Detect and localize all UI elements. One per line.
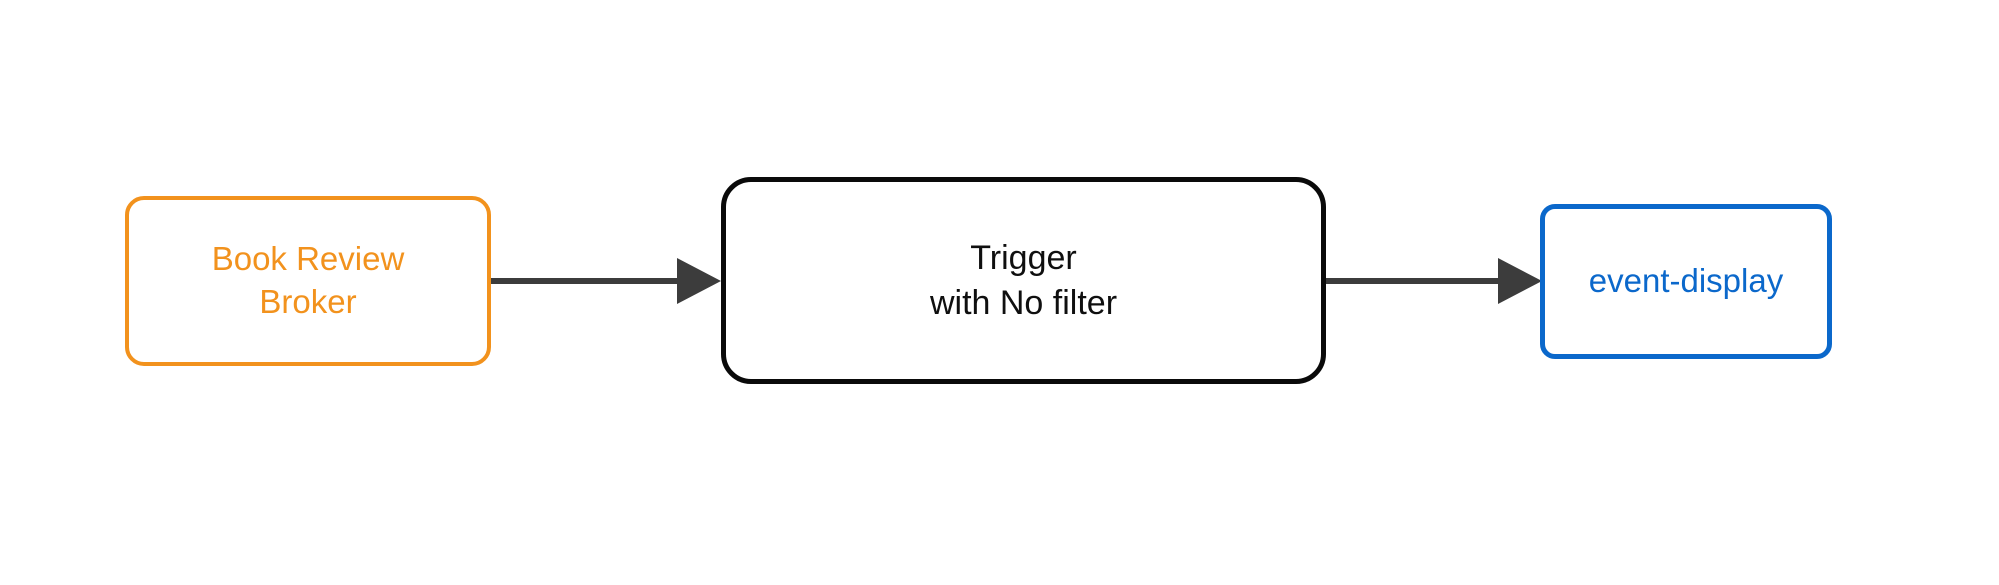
node-book-review-broker[interactable]: Book Review Broker: [125, 196, 491, 366]
node-book-review-broker-label: Book Review Broker: [211, 240, 405, 320]
node-trigger[interactable]: Trigger with No filter: [721, 177, 1326, 384]
edge-source-to-trigger-arrowhead-icon: [677, 258, 721, 304]
node-event-display-label: event-display: [1588, 262, 1784, 300]
node-event-display[interactable]: event-display: [1540, 204, 1832, 359]
edge-source-to-trigger: [491, 251, 723, 311]
node-trigger-label: Trigger with No filter: [929, 239, 1118, 322]
edge-trigger-to-sink-arrowhead-icon: [1498, 258, 1542, 304]
edge-trigger-to-sink: [1326, 251, 1544, 311]
